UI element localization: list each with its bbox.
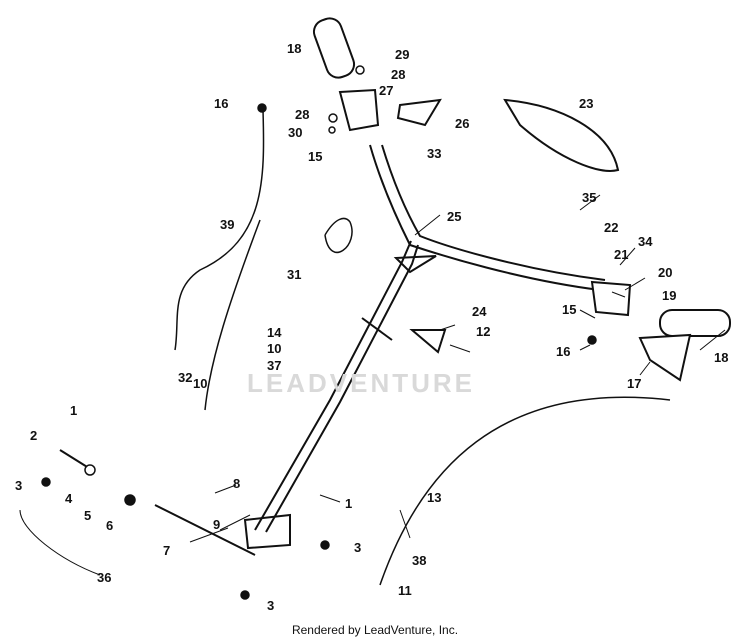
callout-8: 8 — [233, 476, 240, 491]
callout-34: 34 — [638, 234, 653, 249]
callout-39: 39 — [220, 217, 234, 232]
footer-credit: Rendered by LeadVenture, Inc. — [291, 623, 459, 637]
callout-38: 38 — [412, 553, 426, 568]
callout-16-b: 16 — [556, 344, 570, 359]
cable-39 — [174, 109, 265, 351]
callout-23: 23 — [579, 96, 593, 111]
handlebar — [369, 144, 601, 291]
callout-18-b: 18 — [714, 350, 728, 365]
steering-post — [254, 240, 412, 531]
callout-30: 30 — [288, 125, 302, 140]
cable-13 — [379, 396, 671, 586]
callout-31: 31 — [287, 267, 301, 282]
callout-1-a: 1 — [70, 403, 77, 418]
nut-6 — [124, 494, 136, 506]
handguard-23 — [503, 98, 620, 172]
callout-19: 19 — [662, 288, 676, 303]
nut-3-bottom — [240, 590, 250, 600]
nut-3-mid — [320, 540, 330, 550]
throttle-lever-17 — [638, 333, 692, 382]
washer-4 — [84, 464, 96, 476]
callout-36: 36 — [97, 570, 111, 585]
callout-33: 33 — [427, 146, 441, 161]
right-control-housing — [590, 280, 632, 317]
callout-20: 20 — [658, 265, 672, 280]
callout-13: 13 — [427, 490, 441, 505]
callout-9: 9 — [213, 517, 220, 532]
callout-28-a: 28 — [391, 67, 405, 82]
callout-29: 29 — [395, 47, 409, 62]
washer-30 — [328, 126, 336, 134]
callout-3-c: 3 — [267, 598, 274, 613]
washer-28 — [355, 65, 365, 75]
callout-3-a: 3 — [15, 478, 22, 493]
washer-28b — [328, 113, 338, 123]
callout-10-b: 10 — [267, 341, 281, 356]
handlebar-center-bracket — [393, 255, 437, 274]
callout-37: 37 — [267, 358, 281, 373]
callout-3-b: 3 — [354, 540, 361, 555]
callout-18-a: 18 — [287, 41, 301, 56]
callout-17: 17 — [627, 376, 641, 391]
callout-32: 32 — [178, 370, 192, 385]
callout-21: 21 — [614, 247, 628, 262]
nut-3-left — [41, 477, 51, 487]
callout-5: 5 — [84, 508, 91, 523]
callout-12: 12 — [476, 324, 490, 339]
callout-2: 2 — [30, 428, 37, 443]
nut-16-right — [587, 335, 597, 345]
callout-22: 22 — [604, 220, 618, 235]
callout-14: 14 — [267, 325, 282, 340]
callout-28-b: 28 — [295, 107, 309, 122]
lower-steering-arm — [243, 513, 291, 550]
callout-16-a: 16 — [214, 96, 228, 111]
callout-10-a: 10 — [193, 376, 207, 391]
callout-35: 35 — [582, 190, 596, 205]
callout-1-b: 1 — [345, 496, 352, 511]
callout-26: 26 — [455, 116, 469, 131]
tie-rod — [154, 504, 256, 556]
callout-24: 24 — [472, 304, 487, 319]
callout-15-a: 15 — [308, 149, 322, 164]
nut-16 — [257, 103, 267, 113]
cable-31 — [324, 217, 353, 253]
callout-15-b: 15 — [562, 302, 576, 317]
lever-26 — [396, 98, 442, 127]
callout-11: 11 — [398, 583, 412, 598]
callout-4: 4 — [65, 491, 73, 506]
right-grip — [659, 309, 731, 337]
left-control-housing — [338, 88, 380, 132]
bracket-24 — [409, 329, 447, 354]
callout-7: 7 — [163, 543, 170, 558]
callout-27: 27 — [379, 83, 393, 98]
left-grip — [312, 17, 356, 79]
callout-6: 6 — [106, 518, 113, 533]
callout-25: 25 — [447, 209, 461, 224]
bracket-37 — [361, 317, 393, 341]
